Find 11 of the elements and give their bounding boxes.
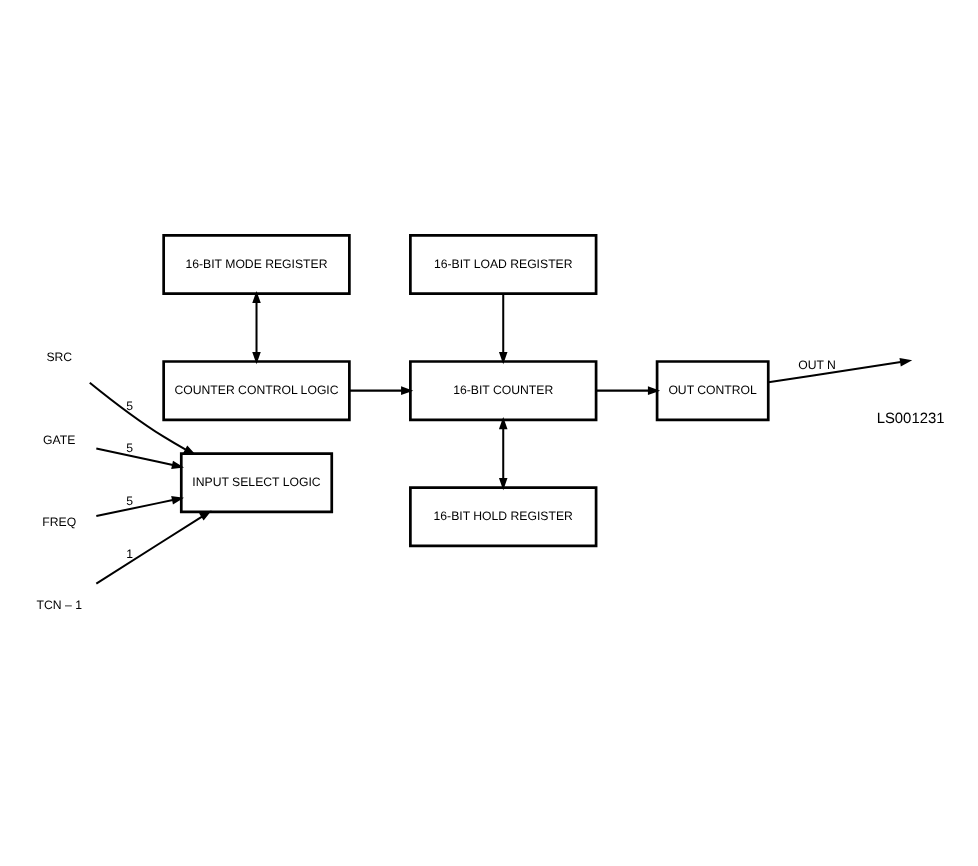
arrow <box>349 386 414 395</box>
arrow <box>498 293 508 365</box>
arrow <box>96 447 185 470</box>
arrow <box>89 381 196 456</box>
arrow <box>252 290 261 365</box>
arrow <box>96 496 185 518</box>
arrow <box>498 416 508 491</box>
label: LS001231 <box>876 408 945 427</box>
arrow <box>596 386 661 395</box>
arrow <box>95 510 212 585</box>
arrow <box>768 357 913 384</box>
